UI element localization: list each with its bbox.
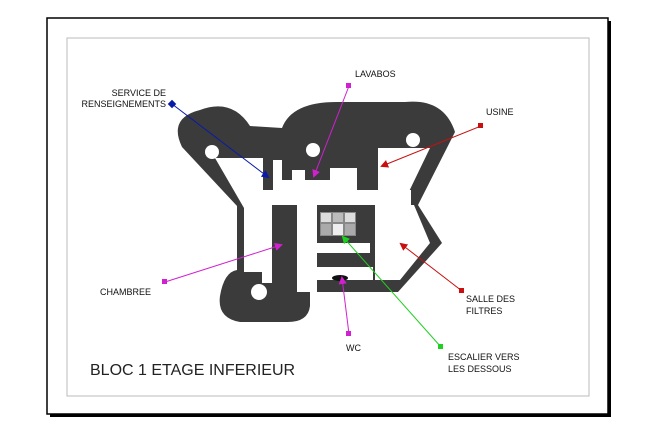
label-lavabos: LAVABOS: [355, 69, 396, 79]
arrow-service: [171, 103, 270, 179]
arrow-salle: [399, 242, 463, 292]
arrow-usine: [380, 125, 482, 168]
pointer-arrows: [162, 83, 483, 349]
arrow-lavabos: [312, 85, 350, 178]
bunker-plan: [177, 101, 455, 323]
label-wc: WC: [346, 343, 361, 353]
staircase: [320, 212, 356, 236]
label-service-line1: SERVICE DE: [112, 88, 166, 98]
label-service-line2: RENSEIGNEMENTS: [81, 99, 166, 109]
diagram-title: BLOC 1 ETAGE INFERIEUR: [90, 362, 295, 379]
label-usine: USINE: [486, 107, 514, 117]
label-escalier-line1: ESCALIER VERS: [448, 352, 520, 362]
label-escalier-line2: LES DESSOUS: [448, 364, 512, 374]
label-salle-line2: FILTRES: [466, 306, 502, 316]
arrow-escalier: [341, 235, 442, 348]
arrow-chambree: [164, 243, 283, 283]
label-salle-line1: SALLE DES: [466, 294, 515, 304]
arrow-wc: [338, 276, 350, 335]
label-chambree: CHAMBREE: [100, 287, 151, 297]
